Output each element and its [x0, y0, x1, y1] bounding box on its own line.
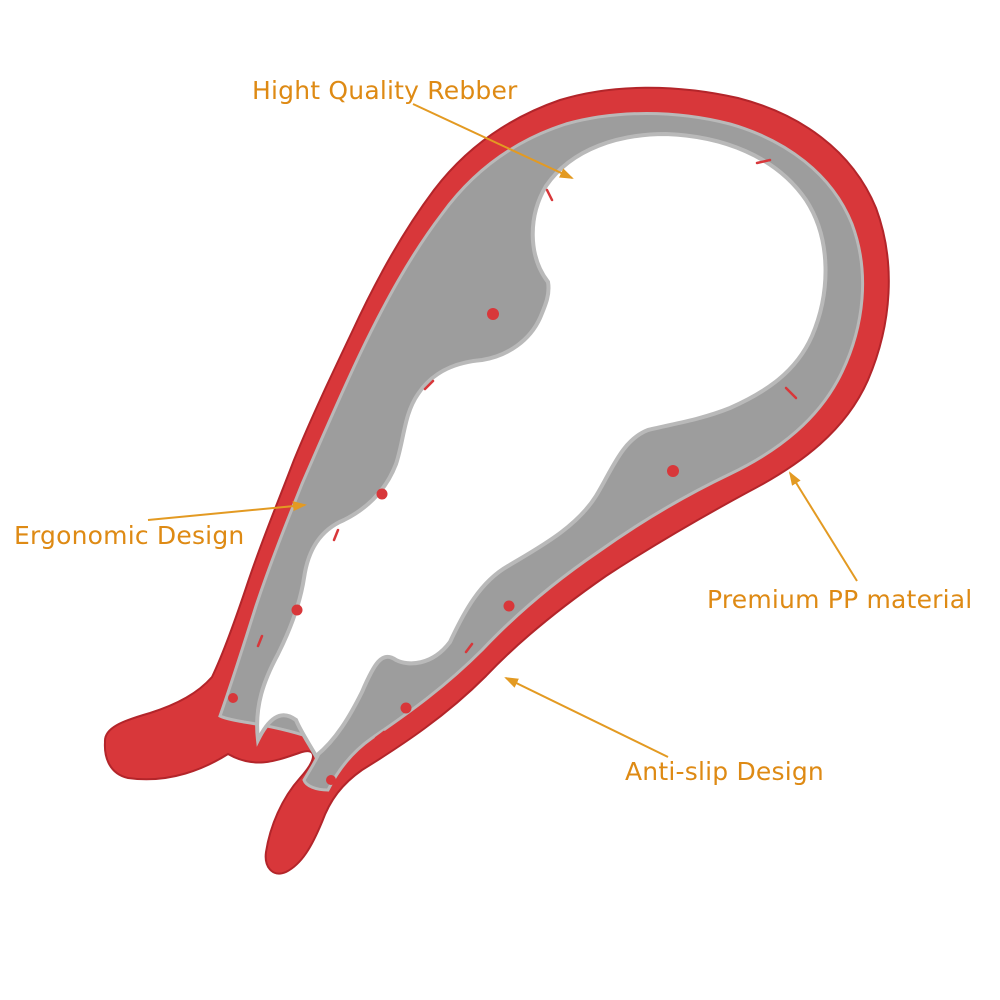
arrow-top	[412, 103, 574, 179]
dot-7	[228, 693, 238, 703]
arrow-right	[788, 471, 858, 582]
dot-2	[667, 465, 679, 477]
dot-6	[400, 702, 412, 714]
label-rubber-quality: Hight Quality Rebber	[252, 76, 518, 105]
label-ergonomic-design: Ergonomic Design	[14, 521, 245, 550]
callout-arrows	[147, 103, 858, 758]
dot-4	[503, 600, 515, 612]
dot-3	[376, 488, 388, 500]
grip-dashes	[256, 158, 798, 740]
label-pp-material: Premium PP material	[707, 585, 973, 614]
arrow-bottom	[504, 677, 669, 758]
arrow-left	[147, 501, 307, 521]
inner-bevel	[531, 132, 827, 337]
label-anti-slip-design: Anti-slip Design	[625, 757, 824, 786]
dot-1	[487, 308, 499, 320]
dot-8	[326, 775, 336, 785]
dot-5	[291, 604, 303, 616]
